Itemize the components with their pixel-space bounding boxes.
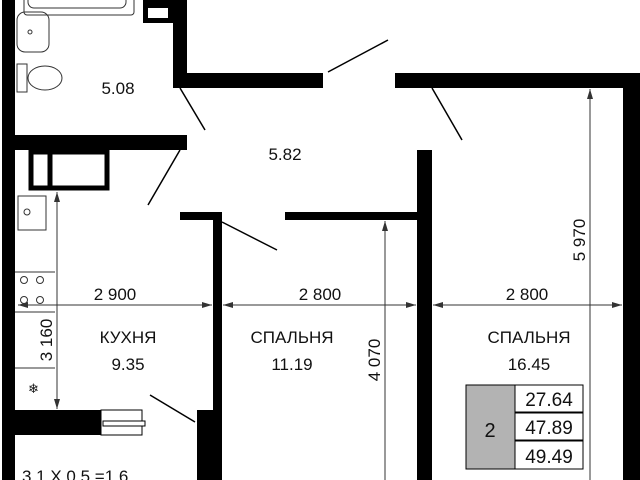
bathroom-area: 5.08 xyxy=(101,79,134,98)
bedroom2-width: 2 800 xyxy=(506,285,549,304)
bedroom1-area: 11.19 xyxy=(271,355,312,374)
bedroom2-length: 5 970 xyxy=(570,219,589,262)
kitchen-length: 3 160 xyxy=(37,319,56,362)
bedroom1-name: СПАЛЬНЯ xyxy=(250,328,333,347)
toilet xyxy=(16,63,63,93)
doors xyxy=(147,39,463,423)
total-area: 47.89 xyxy=(525,418,573,439)
window xyxy=(100,409,146,436)
living-area: 27.64 xyxy=(525,390,573,411)
kitchen-name: КУХНЯ xyxy=(100,328,157,347)
bedroom1-width: 2 800 xyxy=(299,285,342,304)
bedroom1-length: 4 070 xyxy=(365,339,384,382)
total-with-balcony: 49.49 xyxy=(525,447,573,468)
bedroom2-area: 16.45 xyxy=(508,355,551,374)
kitchen-area: 9.35 xyxy=(111,355,144,374)
balcony-formula: 3.1 X 0.5 =1.6 xyxy=(22,467,128,480)
kitchen-cabinet xyxy=(28,149,110,191)
bathtub xyxy=(23,0,135,16)
bedroom2-name: СПАЛЬНЯ xyxy=(487,328,570,347)
dimension-lines xyxy=(18,89,622,480)
sink xyxy=(16,11,50,53)
hall-area: 5.82 xyxy=(268,145,301,164)
snowflake-icon: ❄ xyxy=(28,381,39,396)
kitchen-sink xyxy=(17,195,47,231)
rooms-count: 2 xyxy=(484,420,495,442)
area-summary: 2 27.64 47.89 49.49 xyxy=(465,384,584,470)
kitchen-width: 2 900 xyxy=(94,285,137,304)
